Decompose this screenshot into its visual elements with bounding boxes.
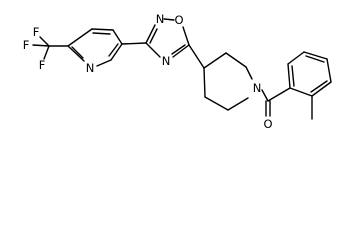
- bond-oxd-1b: [149, 28, 158, 44]
- bond-pyr-2: [96, 59, 112, 67]
- bond-pip-5: [204, 96, 229, 111]
- bond-bz-3b: [305, 55, 325, 63]
- bond-oxd-1: [145, 24, 156, 44]
- bond-carbonyl-aryl: [267, 87, 291, 102]
- bond-pip-4: [227, 97, 249, 111]
- bond-oxd-3: [182, 26, 190, 46]
- bond-oxd-4: [172, 44, 190, 58]
- atom-n-oxadiazole-bottom: N: [162, 54, 171, 68]
- bond-pip-3: [245, 66, 253, 80]
- atom-n-oxadiazole-top: N: [156, 12, 165, 26]
- bond-pip-1: [203, 52, 227, 69]
- bond-pyr-6: [67, 28, 93, 47]
- bond-bz-3: [303, 51, 328, 60]
- atom-n-piperidine: N: [253, 81, 262, 95]
- atom-f3: F: [39, 58, 46, 72]
- bond-pyr-5: [91, 28, 114, 31]
- atom-o-carbonyl: O: [263, 117, 272, 131]
- bond-pyr-5b: [92, 32, 111, 35]
- bond-oxd-4b: [171, 44, 186, 55]
- bond-oxd-pip: [188, 44, 205, 69]
- bond-bz-5b: [310, 80, 328, 93]
- bond-bz-1: [287, 63, 291, 89]
- bond-cf3-f1: [39, 36, 50, 47]
- bond-pyr-4: [112, 29, 123, 45]
- atom-f2: F: [23, 38, 30, 52]
- bond-bz-5: [311, 81, 332, 97]
- bond-cf3-f3: [43, 45, 50, 60]
- bond-pip-2: [225, 52, 247, 68]
- bond-oxd-5: [145, 42, 161, 58]
- bond-bz-1b: [291, 65, 295, 87]
- bond-pyr-oxd: [121, 42, 147, 45]
- bond-bz-6: [289, 87, 313, 97]
- atom-n-pyridine: N: [86, 61, 95, 75]
- bond-oxd-2: [163, 18, 175, 21]
- bond-pyr-3b: [108, 43, 119, 57]
- bond-pyr-3: [110, 43, 123, 61]
- atom-o-oxadiazole: O: [174, 13, 183, 27]
- bond-pyr-1b: [71, 46, 84, 59]
- bond-n-carbonyl: [261, 89, 269, 102]
- structure-diagram: F F F N N O N N O: [23, 12, 332, 131]
- bond-bz-2: [287, 51, 305, 65]
- bond-cf3-f2: [32, 44, 50, 47]
- bond-bz-4: [326, 58, 332, 83]
- atom-f1: F: [33, 25, 40, 39]
- bond-pip-6: [203, 67, 206, 98]
- bond-pyr-1: [67, 45, 85, 62]
